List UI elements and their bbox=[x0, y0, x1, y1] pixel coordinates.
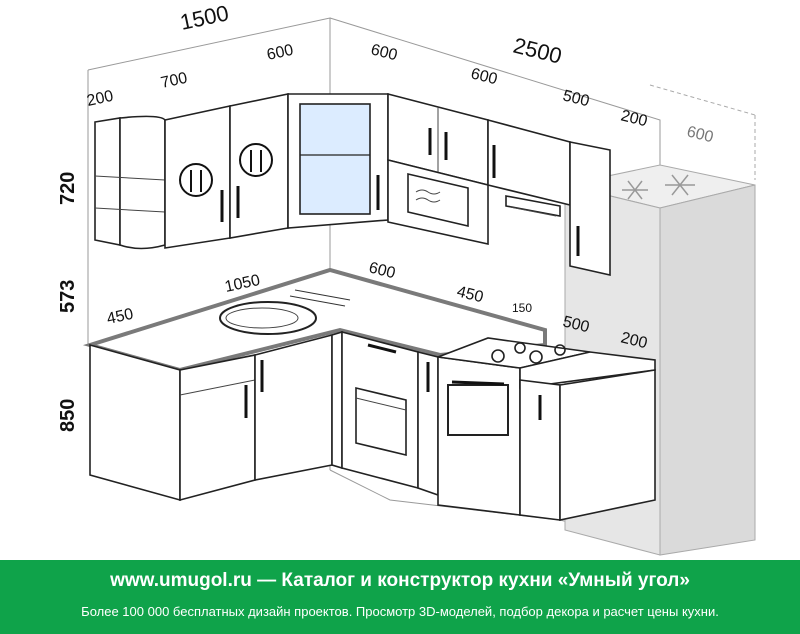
cabinet-handle bbox=[367, 343, 397, 354]
dimension-height-upper: 720 bbox=[57, 172, 79, 205]
dimension-upper-left-total: 1500 bbox=[178, 0, 231, 35]
cutlery-icon bbox=[239, 143, 273, 177]
kitchen-drawing: 1500 2500 200 700 600 600 600 500 200 60… bbox=[57, 0, 756, 556]
corner-glass-cabinet bbox=[287, 93, 389, 229]
dimension-upper-600-glass: 600 bbox=[369, 41, 399, 64]
dimension-base-150: 150 bbox=[512, 301, 532, 315]
footer-banner: www.umugol.ru — Каталог и конструктор ку… bbox=[0, 560, 800, 634]
dimension-upper-200-left: 200 bbox=[85, 88, 115, 110]
dimension-labels: 1500 2500 200 700 600 600 600 500 200 60… bbox=[57, 0, 715, 432]
dimension-fridge-600: 600 bbox=[685, 123, 715, 146]
microwave bbox=[407, 172, 469, 228]
dimension-base-600: 600 bbox=[367, 259, 397, 282]
footer-subtitle: Более 100 000 бесплатных дизайн проектов… bbox=[81, 604, 719, 619]
sink bbox=[219, 289, 351, 335]
dishwasher bbox=[355, 386, 407, 457]
dimension-upper-200-right: 200 bbox=[619, 107, 649, 130]
base-cabinets bbox=[89, 330, 656, 521]
dimension-base-500: 500 bbox=[561, 313, 591, 336]
dimension-upper-600-corner: 600 bbox=[265, 42, 295, 64]
dimension-base-450-right: 450 bbox=[455, 283, 485, 306]
cutlery-icon bbox=[179, 163, 213, 197]
upper-cabinets-left bbox=[94, 93, 289, 250]
dimension-upper-500: 500 bbox=[561, 87, 591, 110]
upper-cabinets-right bbox=[387, 92, 611, 276]
dimension-height-base: 850 bbox=[57, 399, 79, 432]
dimension-upper-right-total: 2500 bbox=[511, 33, 565, 69]
dimension-height-gap: 573 bbox=[57, 280, 79, 313]
dimension-upper-600-micro: 600 bbox=[469, 65, 499, 88]
range-hood bbox=[505, 195, 561, 217]
dimension-upper-700: 700 bbox=[159, 70, 189, 92]
snowflake-icon bbox=[622, 174, 695, 200]
dimension-base-200: 200 bbox=[619, 329, 649, 352]
footer-title[interactable]: www.umugol.ru — Каталог и конструктор ку… bbox=[110, 570, 690, 591]
dimension-base-450-left: 450 bbox=[105, 306, 135, 328]
